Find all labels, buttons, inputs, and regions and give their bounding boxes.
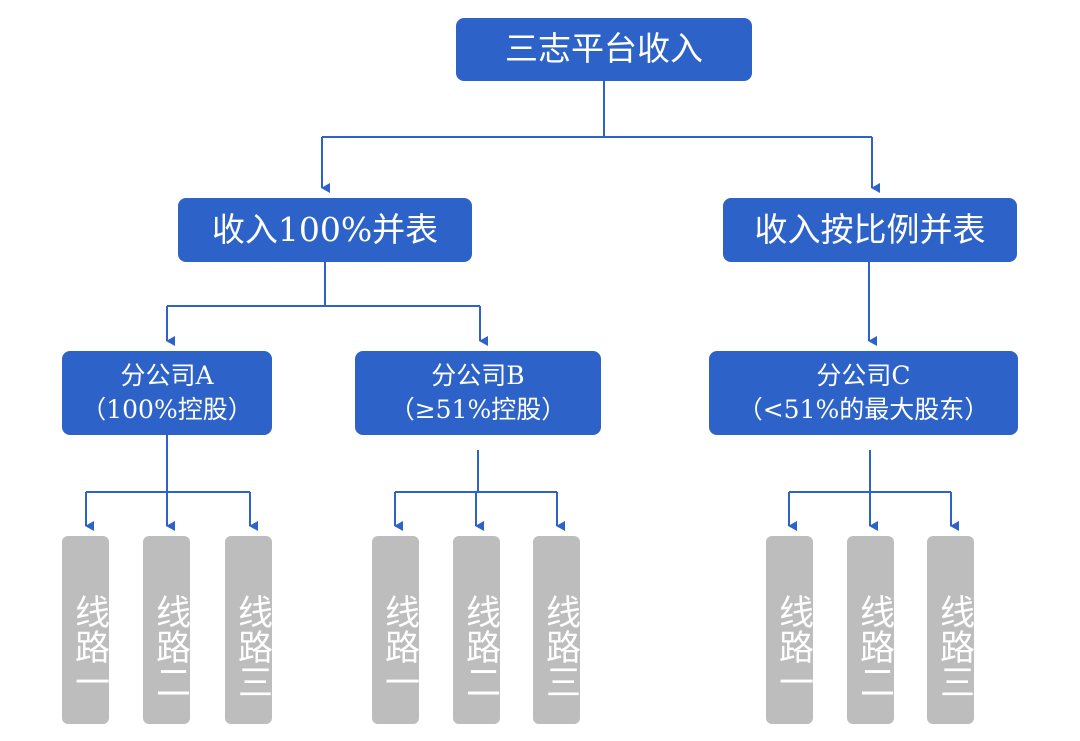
connector-branch-1-split	[167, 262, 480, 307]
branch-node-full-consolidation: 收入100%并表	[178, 198, 472, 262]
connector-company-b-split	[395, 450, 557, 493]
company-name: 分公司A	[120, 361, 214, 391]
route-node: 线路二	[847, 536, 894, 724]
route-node: 线路二	[143, 536, 190, 724]
company-note: （<51%的最大股东）	[737, 395, 990, 424]
route-node: 线路一	[62, 536, 109, 724]
company-name: 分公司B	[431, 361, 525, 391]
connector-company-a-split	[86, 435, 250, 493]
branch-label: 收入100%并表	[211, 209, 439, 249]
company-note: （100%控股）	[81, 395, 253, 424]
route-node: 线路一	[766, 536, 813, 724]
branch-label: 收入按比例并表	[754, 209, 986, 249]
company-note: （≥51%控股）	[389, 395, 567, 424]
route-node: 线路三	[927, 536, 974, 724]
company-node-c: 分公司C （<51%的最大股东）	[709, 351, 1018, 435]
company-node-a: 分公司A （100%控股）	[62, 351, 272, 435]
company-name: 分公司C	[816, 361, 911, 391]
route-node: 线路一	[372, 536, 419, 724]
route-node: 线路三	[533, 536, 580, 724]
company-node-b: 分公司B （≥51%控股）	[355, 351, 601, 435]
connector-root-split	[322, 81, 872, 138]
connector-company-c-split	[789, 450, 951, 493]
branch-node-proportional-consolidation: 收入按比例并表	[723, 198, 1017, 262]
route-node: 线路二	[453, 536, 500, 724]
route-node: 线路三	[225, 536, 272, 724]
root-label: 三志平台收入	[505, 29, 703, 69]
root-node: 三志平台收入	[456, 18, 752, 81]
